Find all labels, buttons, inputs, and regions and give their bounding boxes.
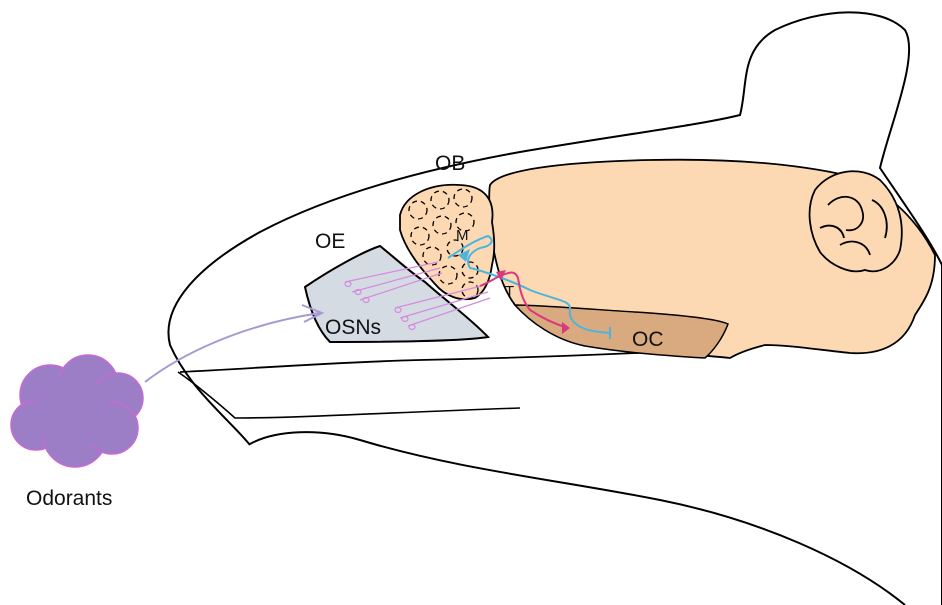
odorant-cloud-fill <box>34 374 110 450</box>
label-oe: OE <box>315 230 345 253</box>
label-ob: OB <box>435 152 465 175</box>
label-odorants: Odorants <box>26 487 112 510</box>
label-oc: OC <box>632 328 664 351</box>
label-m: M <box>456 227 469 244</box>
label-t: T <box>505 283 514 300</box>
snout-lower-outline <box>180 350 700 372</box>
jaw-lower-outline <box>250 432 905 605</box>
label-osns: OSNs <box>325 316 381 339</box>
cerebellum <box>810 171 902 271</box>
jaw-outline <box>178 372 520 418</box>
